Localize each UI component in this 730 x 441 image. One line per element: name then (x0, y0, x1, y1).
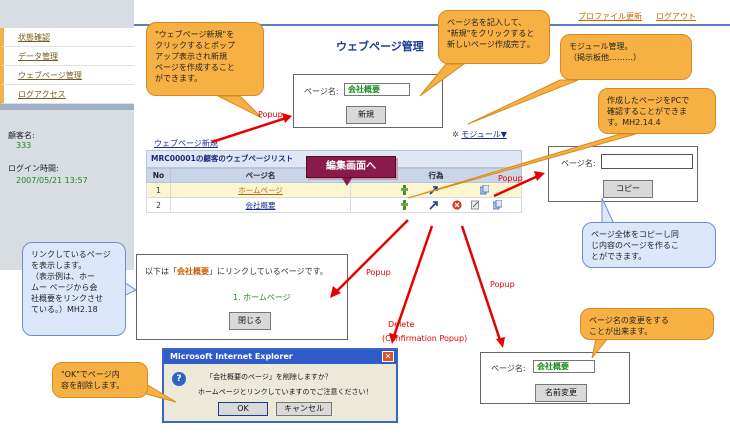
preview-icon[interactable] (429, 200, 439, 210)
callout-ok: "OK"でページ内 容を削除します。 (52, 362, 148, 398)
linked-pages-text-after: 」にリンクしているページです。 (209, 267, 328, 276)
callout-pc-check: 作成したページをPCで 確認することができま す。MH2.14.4 (598, 88, 716, 134)
module-button-label: モジュール▼ (461, 130, 507, 139)
row-page-link[interactable]: 会社概要 (245, 200, 276, 210)
dialog-ok-button[interactable]: OK (218, 402, 268, 416)
delete-label: Delete (388, 320, 415, 329)
sidebar-item-data[interactable]: データ管理 (0, 47, 134, 66)
table-row: 1 ホームページ (146, 182, 522, 198)
profile-update-link[interactable]: プロファイル更新 (578, 12, 642, 21)
callout-rename: ページ名の変更をする ことが出来ます。 (580, 308, 714, 340)
sidebar-item-log[interactable]: ログアクセス (0, 85, 134, 104)
rename-button[interactable]: 名前変更 (535, 384, 587, 402)
header-divider (134, 24, 730, 26)
login-time-label: ログイン時間: (8, 164, 59, 173)
rename-page-name-input[interactable]: 会社概要 (533, 360, 595, 373)
callout-page-name: ページ名を記入して、 "新規"をクリックすると 新しいページ作成完了。 (438, 10, 550, 64)
row-no: 2 (146, 197, 171, 213)
linked-pages-text-before: 以下は「 (145, 267, 177, 276)
confirm-dialog: Microsoft Internet Explorer ✕ ? 「会社概要のペー… (162, 348, 398, 423)
popup-label: Popup (258, 110, 283, 119)
edit-icon[interactable] (400, 185, 409, 195)
linked-page-item: 1. ホームページ (233, 293, 291, 302)
linked-pages-box: 以下は「会社概要」にリンクしているページです。 1. ホームページ 閉じる (136, 254, 348, 340)
logout-link[interactable]: ログアウト (656, 12, 696, 21)
rename-page-box: ページ名: 会社概要 名前変更 (480, 352, 630, 404)
create-button[interactable]: 新規 (346, 106, 386, 124)
preview-icon[interactable] (429, 185, 439, 195)
dialog-close-button[interactable]: ✕ (382, 351, 394, 362)
question-icon: ? (172, 372, 186, 386)
page-title: ウェブページ管理 (336, 40, 424, 53)
callout-module: モジュール管理。 （掲示板他………） (560, 34, 692, 80)
copy-icon[interactable] (492, 199, 502, 210)
dialog-title: Microsoft Internet Explorer (164, 350, 396, 364)
sidebar-nav: 状態確認 データ管理 ウェブページ管理 ログアクセス (0, 28, 134, 104)
callout-link: リンクしているページ を表示します。 （表示例は、ホー ムー ページから会 社概… (22, 242, 126, 336)
linked-pages-message: 以下は「会社概要」にリンクしているページです。 (145, 266, 328, 277)
new-page-label: ページ名: (304, 87, 339, 96)
new-webpage-link[interactable]: ウェブページ新規 (154, 139, 218, 148)
sidebar-item-webpage[interactable]: ウェブページ管理 (0, 66, 134, 85)
edit-icon[interactable] (400, 200, 409, 210)
row-page-link[interactable]: ホームページ (238, 185, 283, 195)
column-header-no: No (146, 168, 171, 183)
webpage-list-title: MRC00001の顧客のウェブページリスト (151, 154, 294, 163)
customer-value: 333 (16, 141, 32, 150)
copy-page-label: ページ名: (561, 159, 596, 168)
table-row: 2 会社概要 (146, 197, 522, 213)
copy-icon[interactable] (479, 184, 490, 195)
column-header-name: ページ名 (170, 168, 351, 183)
confirmation-popup-label: (Confirmation Popup) (382, 334, 468, 343)
delete-icon[interactable] (452, 200, 462, 210)
dialog-cancel-button[interactable]: キャンセル (276, 402, 332, 416)
copy-button[interactable]: コピー (603, 180, 653, 198)
row-no: 1 (146, 182, 171, 198)
new-page-box: ページ名: 会社概要 新規 (293, 74, 443, 128)
copy-page-box: ページ名: コピー (548, 146, 698, 202)
close-button[interactable]: 閉じる (229, 312, 271, 330)
customer-label: 顧客名: (8, 131, 35, 140)
edit-screen-banner: 編集画面へ (306, 156, 396, 178)
callout-copy: ページ全体をコピーし同 じ内容のページを作るこ とができます。 (582, 222, 716, 268)
popup-label: Popup (490, 280, 515, 289)
new-page-name-input[interactable]: 会社概要 (344, 83, 410, 96)
dialog-message-line2: ホームページとリンクしていますのでご注意ください！ (198, 388, 373, 396)
sidebar-divider (0, 104, 134, 110)
linked-pages-highlight: 会社概要 (177, 267, 209, 276)
rename-icon[interactable] (471, 200, 480, 210)
rename-page-label: ページ名: (491, 364, 526, 373)
gear-icon: ✲ (452, 130, 459, 139)
sidebar-item-status[interactable]: 状態確認 (0, 28, 134, 47)
callout-new-page: "ウェブページ新規"を クリックするとポップ アップ表示され新規 ページを作成す… (146, 22, 264, 96)
popup-label: Popup (366, 268, 391, 277)
copy-page-name-input[interactable] (601, 154, 693, 169)
login-time-value: 2007/05/21 13:57 (16, 176, 88, 185)
module-button[interactable]: ✲ モジュール▼ (452, 128, 524, 142)
dialog-message-line1: 「会社概要のページ」を削除しますか？ (206, 373, 332, 381)
popup-label: Popup (498, 174, 523, 183)
